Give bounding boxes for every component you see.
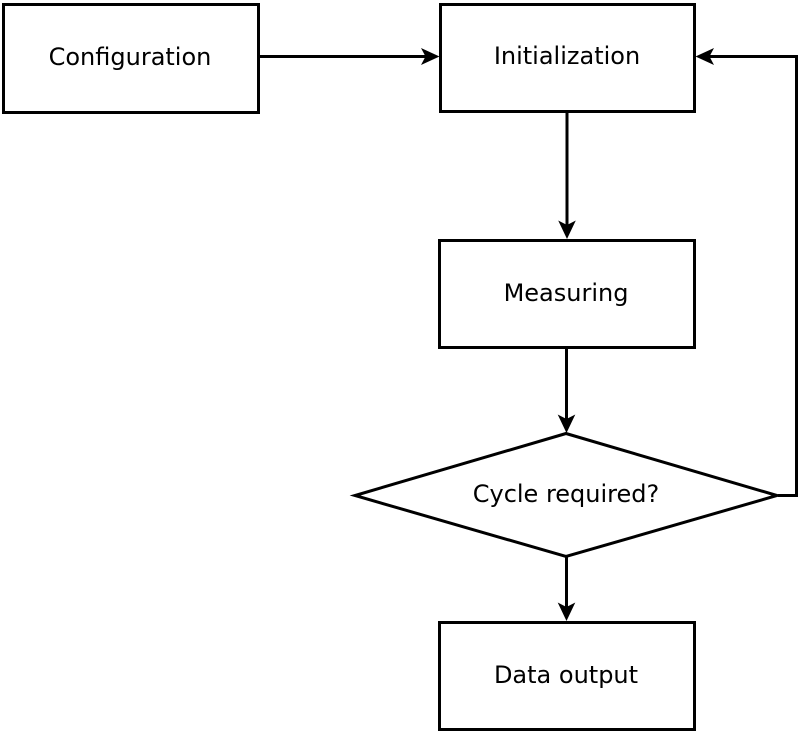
- edge-measuring-to-cycle-required: [557, 348, 576, 433]
- node-measuring-rect[interactable]: [438, 239, 696, 349]
- node-measuring[interactable]: Measuring: [438, 239, 696, 349]
- node-initialization-rect[interactable]: [439, 3, 696, 113]
- edge-cycle-required-to-data-output: [557, 557, 576, 621]
- node-initialization-label: Initialization: [494, 42, 640, 70]
- arrow-head-into-measuring-top: [558, 220, 576, 239]
- node-cycle-required[interactable]: Cycle required?: [349, 431, 783, 559]
- node-initialization[interactable]: Initialization: [439, 3, 696, 113]
- node-configuration-label: Configuration: [49, 43, 212, 71]
- edge-configuration-to-initialization: [259, 48, 440, 65]
- node-configuration[interactable]: Configuration: [2, 3, 260, 114]
- arrow-head-into-initialization-left: [421, 48, 440, 65]
- edge-line-feedback-loop: [708, 55, 798, 497]
- arrow-head-into-initialization-right: [695, 48, 714, 65]
- edge-cycle-required-to-initialization-loop: [695, 48, 798, 497]
- node-data-output[interactable]: Data output: [438, 621, 696, 731]
- edge-initialization-to-measuring: [558, 112, 576, 239]
- node-data-output-rect[interactable]: [438, 621, 696, 731]
- arrow-head-into-data-output-top: [557, 602, 576, 621]
- node-cycle-required-label: Cycle required?: [473, 480, 660, 508]
- node-configuration-rect[interactable]: [2, 3, 260, 114]
- node-measuring-label: Measuring: [504, 279, 629, 307]
- node-cycle-required-diamond[interactable]: [349, 431, 783, 559]
- node-data-output-label: Data output: [494, 661, 638, 689]
- arrow-head-into-cycle-required-top: [557, 414, 576, 433]
